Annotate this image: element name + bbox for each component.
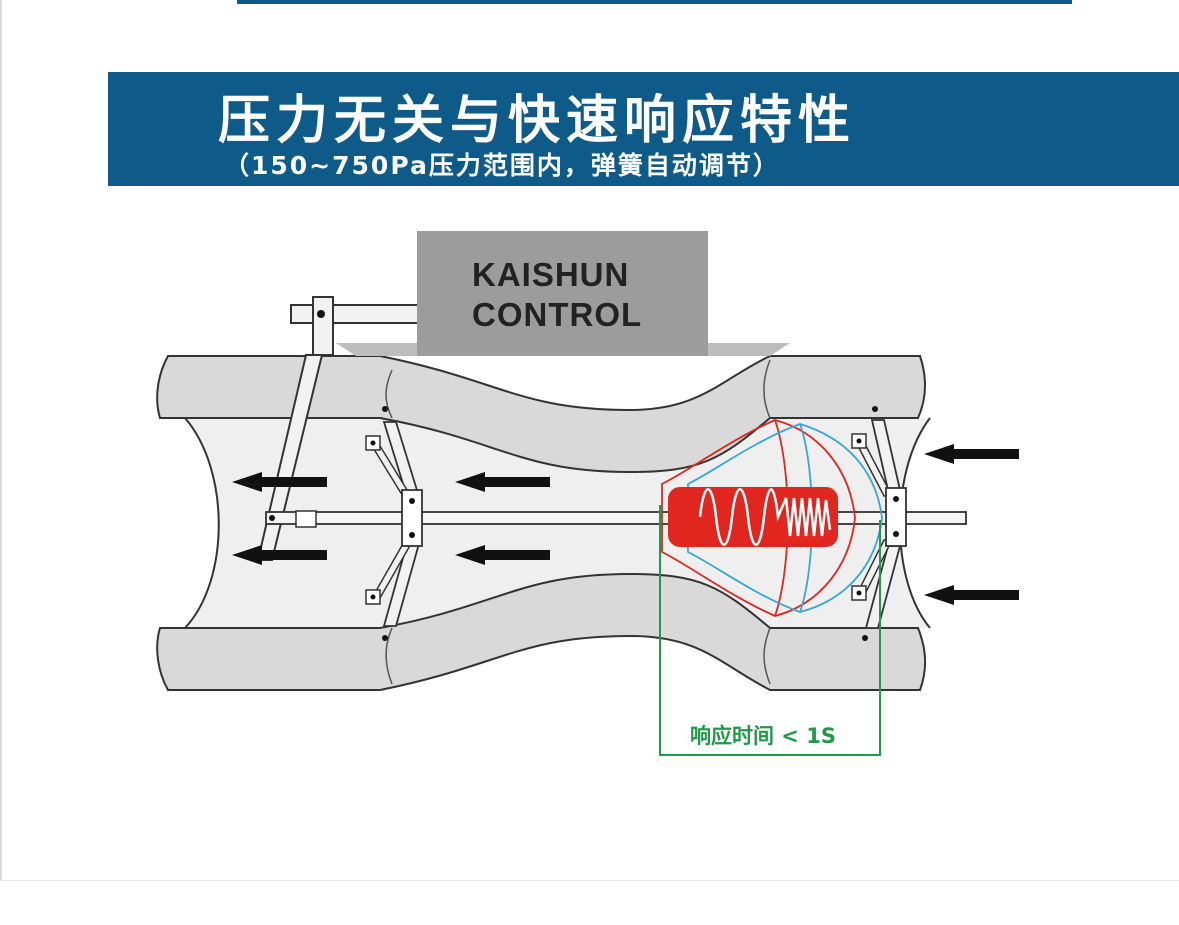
- banner-title: 压力无关与快速响应特性: [218, 91, 857, 151]
- spring-coil: [698, 488, 832, 546]
- arrow-left-icon: [924, 444, 1019, 464]
- main-shaft: [265, 511, 967, 525]
- left-support-spider: [365, 421, 423, 627]
- crank-arm: [290, 304, 422, 324]
- title-banner: 压力无关与快速响应特性 （150~750Pa压力范围内，弹簧自动调节）: [108, 72, 1179, 186]
- arrow-left-icon: [924, 585, 1019, 605]
- response-time-label: 响应时间 < 1S: [690, 724, 836, 748]
- seam-upper-right: [763, 359, 771, 419]
- rivet: [382, 406, 388, 412]
- right-support-spider: [851, 419, 907, 629]
- crank-block: [312, 296, 334, 356]
- crank-pivot: [317, 310, 325, 318]
- seam-upper-left: [385, 369, 393, 419]
- response-time-box: [659, 505, 881, 756]
- arrow-left-icon: [455, 472, 550, 492]
- rivet: [872, 406, 878, 412]
- seam-lower-left: [385, 627, 393, 685]
- arrow-left-icon: [455, 545, 550, 565]
- banner-subtitle: （150~750Pa压力范围内，弹簧自动调节）: [224, 151, 780, 180]
- rivet: [382, 635, 388, 641]
- shaft-end-pivot: [269, 515, 275, 521]
- logo-text-line1: KAISHUN: [472, 256, 630, 293]
- shaft-clamp: [295, 510, 317, 528]
- duct-upper-wall: [156, 355, 927, 474]
- logo-text-line2: CONTROL: [472, 296, 643, 333]
- kaishun-control-logo-box: KAISHUN CONTROL: [417, 231, 708, 356]
- rivet: [862, 635, 868, 641]
- left-border-line: [0, 0, 2, 880]
- duct-lower-wall: [156, 572, 927, 691]
- top-accent-line: [237, 0, 1072, 4]
- airflow-arrows: [232, 444, 1019, 605]
- bottom-divider-line: [0, 880, 1179, 881]
- arrow-left-icon: [232, 472, 327, 492]
- seam-lower-right: [763, 627, 771, 685]
- arrow-left-icon: [232, 545, 327, 565]
- duct-inlet-curve: [184, 417, 220, 629]
